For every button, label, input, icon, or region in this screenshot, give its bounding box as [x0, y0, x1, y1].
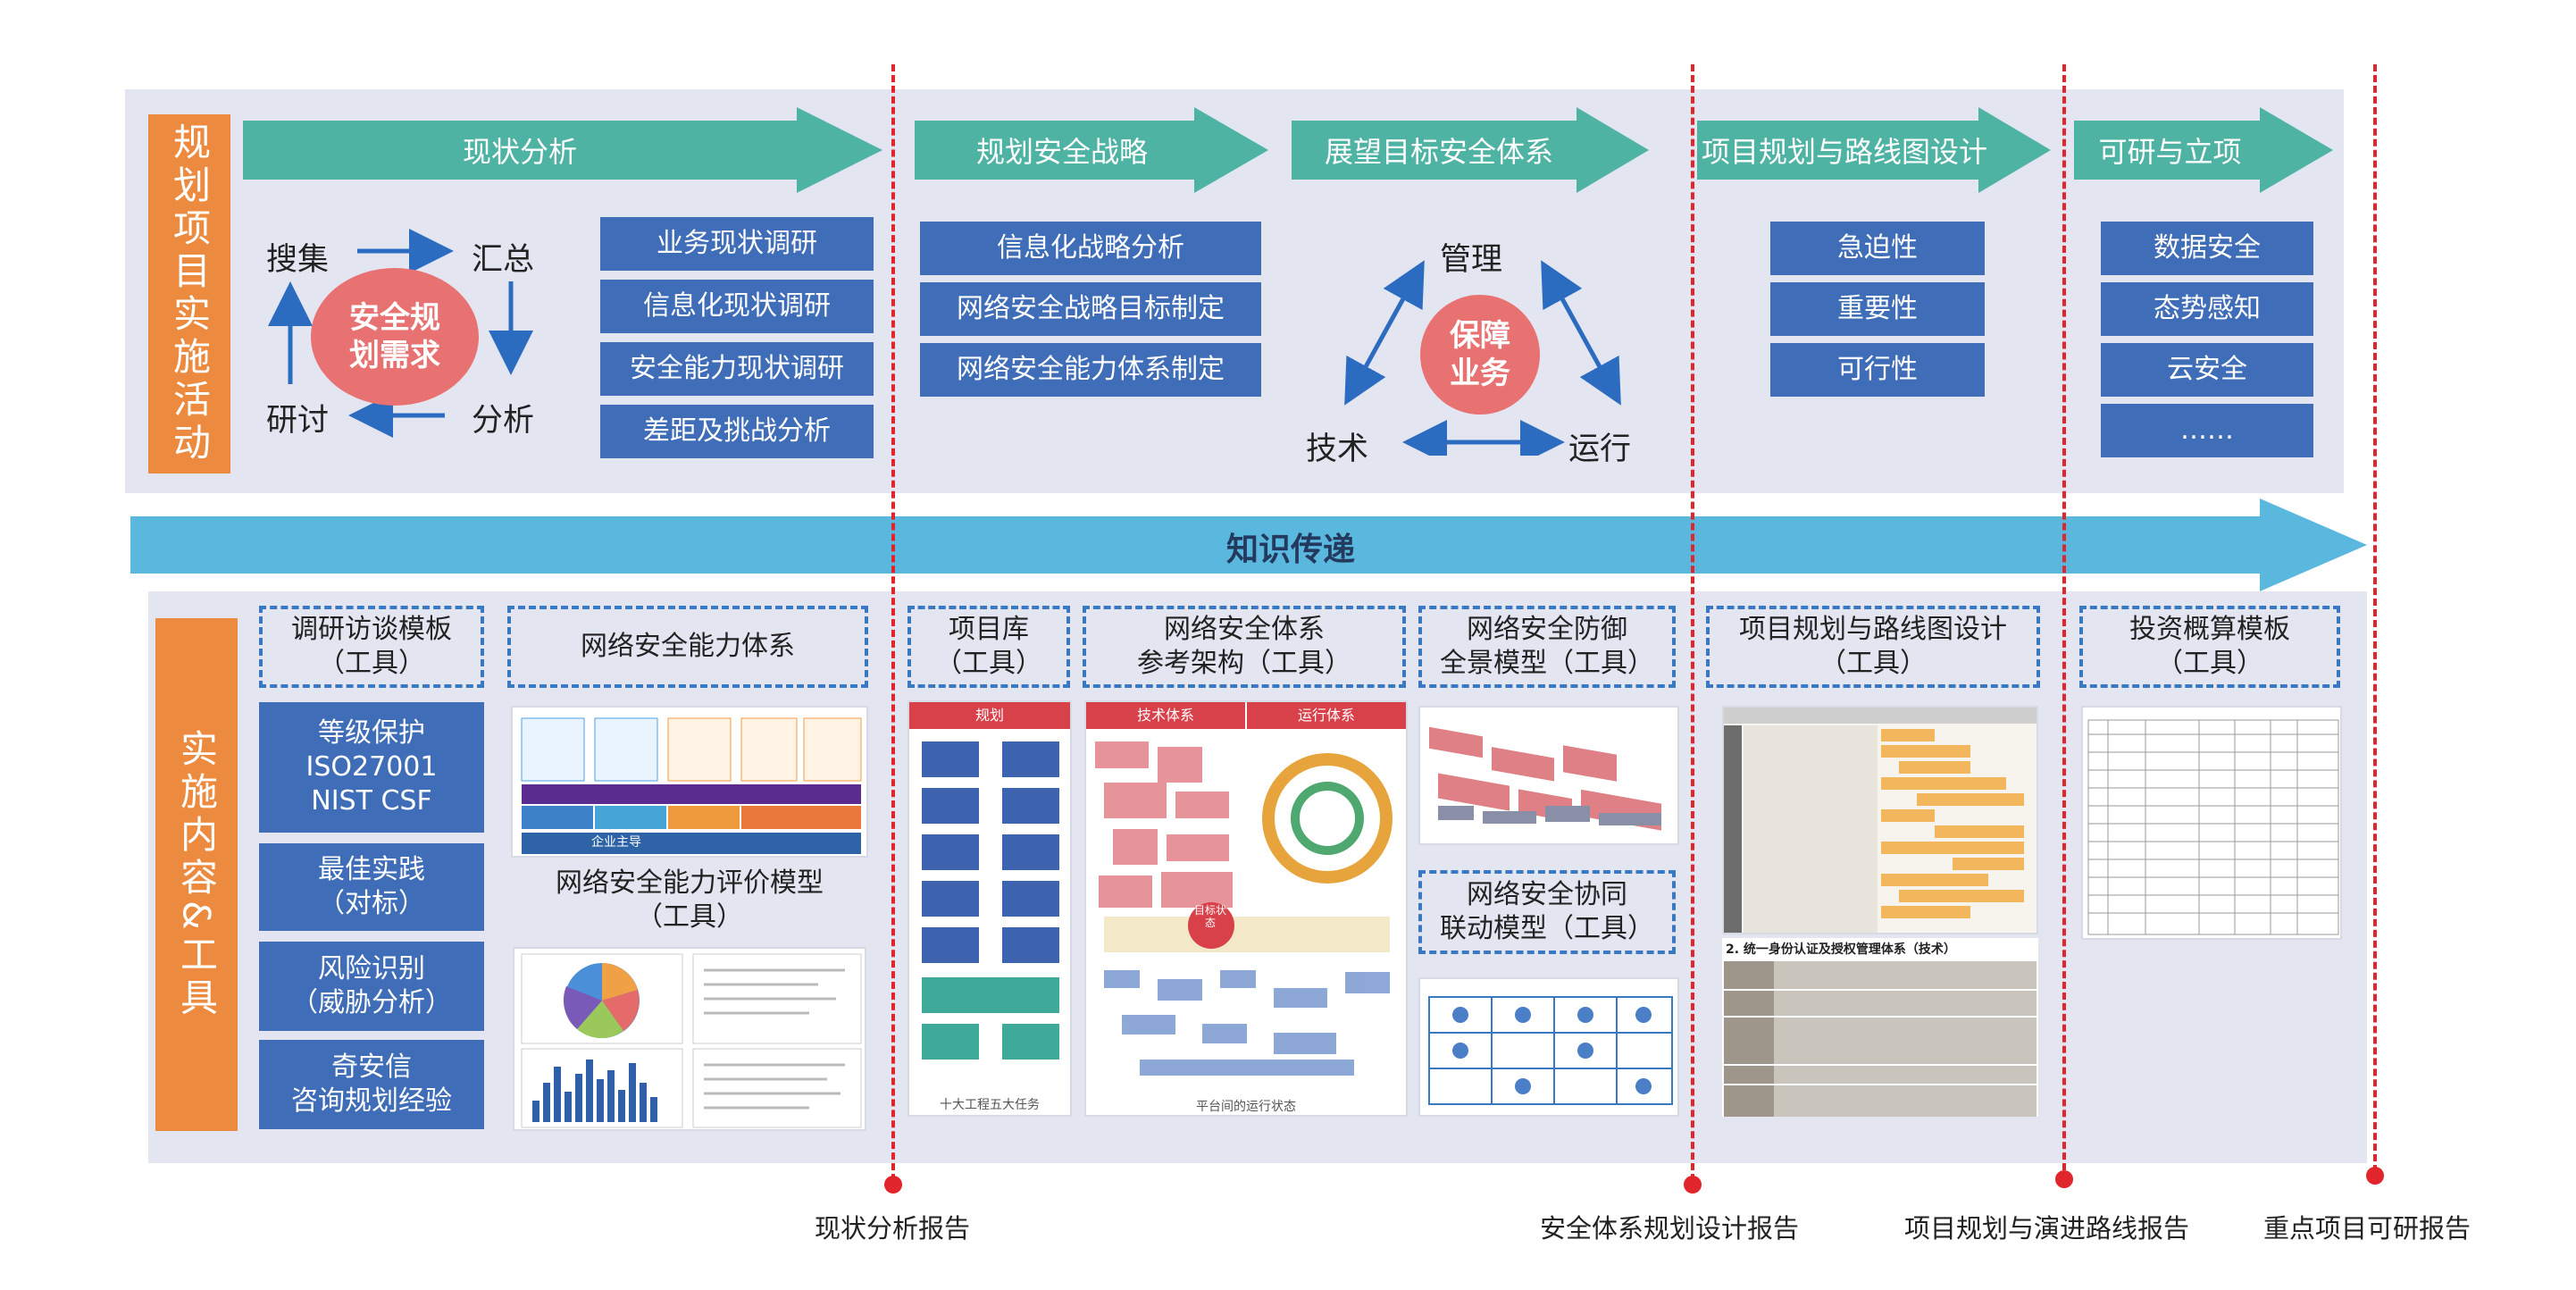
arch-footer: 平台间的运行状态: [1196, 1100, 1296, 1114]
criteria-importance: 重要性: [1770, 282, 1985, 336]
project-library-title: 规划: [909, 702, 1070, 729]
standard-risk-identification: 风险识别 （威胁分析）: [259, 942, 484, 1031]
cycle-step-collect: 搜集: [266, 242, 330, 278]
reference-architecture-thumbnail: 技术体系 运行体系: [1084, 700, 1408, 1117]
report-security-design: 安全体系规划设计报告: [1540, 1213, 1800, 1244]
criteria-urgency: 急迫性: [1770, 222, 1985, 275]
status-item-capability: 安全能力现状调研: [600, 342, 874, 396]
budget-template-thumbnail: [2081, 706, 2342, 940]
arch-tab-operation: 运行体系: [1247, 702, 1406, 729]
tool-collab-linkage-model: 网络安全协同 联动模型（工具）: [1418, 870, 1676, 954]
strategy-item-goals: 网络安全战略目标制定: [920, 282, 1261, 336]
cycle-step-analyze: 分析: [472, 403, 535, 439]
roadmap-detail-thumbnail: 2. 统一身份认证及授权管理体系（技术）: [1722, 938, 2038, 1117]
security-planning-demand-circle: 安全规划需求: [311, 268, 479, 406]
capability-system-thumbnail: [511, 706, 868, 858]
status-item-it: 信息化现状调研: [600, 280, 874, 333]
status-item-business: 业务现状调研: [600, 217, 874, 271]
top-side-label: 规划项目实施活动: [148, 114, 230, 473]
divider-line-4: [2373, 64, 2377, 1172]
triangle-operation: 运行: [1568, 431, 1632, 467]
defense-panorama-thumbnail: [1418, 706, 1679, 845]
project-situational-awareness: 态势感知: [2101, 282, 2313, 336]
eval-model-caption: 网络安全能力评价模型 （工具）: [556, 867, 824, 933]
project-data-security: 数据安全: [2101, 222, 2313, 275]
triangle-management: 管理: [1440, 242, 1503, 278]
tool-budget-template: 投资概算模板 （工具）: [2079, 606, 2340, 688]
eval-model-thumbnail: [513, 947, 866, 1131]
arch-tab-technology: 技术体系: [1086, 702, 1247, 729]
bottom-side-label: 实施内容&工具: [155, 618, 238, 1131]
phase-status-analysis: 现状分析: [462, 135, 577, 169]
report-roadmap: 项目规划与演进路线报告: [1904, 1213, 2190, 1244]
standard-compliance: 等级保护 ISO27001 NIST CSF: [259, 702, 484, 833]
tool-capability-system: 网络安全能力体系: [507, 606, 868, 688]
tool-project-library: 项目库 （工具）: [907, 606, 1070, 688]
cycle-step-discuss: 研讨: [266, 403, 330, 439]
divider-line-1: [891, 64, 895, 1181]
knowledge-transfer-arrow: [125, 491, 2376, 599]
standard-best-practice: 最佳实践 （对标）: [259, 843, 484, 931]
report-feasibility: 重点项目可研报告: [2263, 1213, 2471, 1244]
milestone-dot-2: [1684, 1176, 1702, 1194]
divider-line-3: [2062, 64, 2066, 1181]
phase-security-strategy: 规划安全战略: [975, 135, 1148, 169]
triangle-technology: 技术: [1306, 431, 1369, 467]
strategy-item-it: 信息化战略分析: [920, 222, 1261, 275]
project-more: ……: [2101, 404, 2313, 457]
divider-line-2: [1691, 64, 1694, 1181]
milestone-dot-1: [884, 1176, 902, 1194]
phase-roadmap-design: 项目规划与路线图设计: [1701, 135, 1987, 169]
business-assurance-circle: 保障业务: [1420, 295, 1540, 415]
roadmap-detail-title: 2. 统一身份认证及授权管理体系（技术）: [1726, 942, 1956, 957]
status-item-gap: 差距及挑战分析: [600, 405, 874, 458]
knowledge-transfer-label: 知识传递: [1225, 532, 1355, 568]
phase-feasibility: 可研与立项: [2098, 135, 2242, 169]
project-cloud-security: 云安全: [2101, 343, 2313, 397]
tool-interview-template: 调研访谈模板 （工具）: [259, 606, 484, 688]
project-library-thumbnail: 规划: [907, 700, 1072, 1117]
criteria-feasibility: 可行性: [1770, 343, 1985, 397]
tool-defense-panorama-model: 网络安全防御 全景模型（工具）: [1418, 606, 1676, 688]
phase-target-system: 展望目标安全体系: [1324, 135, 1553, 169]
milestone-dot-3: [2055, 1170, 2073, 1188]
report-status-analysis: 现状分析报告: [815, 1213, 971, 1244]
collab-linkage-thumbnail: [1418, 977, 1679, 1117]
tool-roadmap-design: 项目规划与路线图设计 （工具）: [1706, 606, 2040, 688]
tool-reference-architecture: 网络安全体系 参考架构（工具）: [1083, 606, 1406, 688]
arch-target-state-badge: 目标状态: [1193, 904, 1226, 929]
roadmap-gantt-thumbnail: [1722, 706, 2038, 934]
project-library-footer: 十大工程五大任务: [940, 1098, 1040, 1112]
strategy-item-capability: 网络安全能力体系制定: [920, 343, 1261, 397]
triangle-arrows: [1322, 241, 1643, 456]
standard-consulting-experience: 奇安信 咨询规划经验: [259, 1040, 484, 1129]
cycle-arrows: [250, 214, 563, 447]
cycle-step-summarize: 汇总: [472, 242, 535, 278]
milestone-dot-4: [2366, 1167, 2384, 1185]
capability-bar-label: 企业主导: [591, 835, 641, 850]
